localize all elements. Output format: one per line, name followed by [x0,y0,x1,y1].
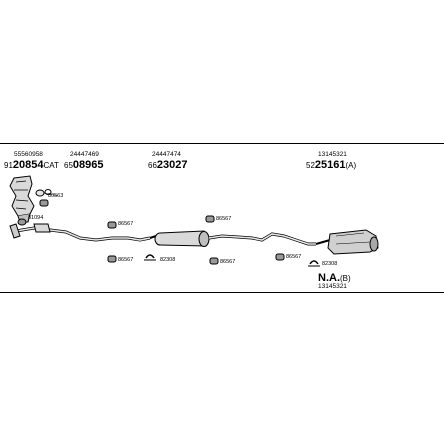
manifold-suffix: CAT [43,161,59,170]
rear-silencer-number: 25161 [314,159,346,171]
top-rule [0,143,444,144]
hardware-label-h4: 86567 [118,257,134,263]
front-pipe-code: 6508965 [64,160,104,171]
front-pipe [9,223,151,242]
hardware-label-h9: 82308 [160,257,176,263]
hardware-label-h3: 86567 [118,221,134,227]
middle-silencer-number: 23027 [156,159,188,171]
rear-silencer [315,229,379,255]
manifold-number: 20854 [12,159,44,171]
rear-silencer-suffix: (A) [345,161,357,170]
rear-silencer-b-suffix: (B) [340,274,351,283]
hanger-h1-shape [39,199,49,207]
front-pipe-ref: 24447469 [70,151,99,158]
clamp-h9-shape [144,254,156,261]
hardware-label-h10: 82308 [322,261,338,267]
hanger-h4-shape [107,255,117,263]
rear-silencer-prefix: 52 [306,161,315,170]
rear-silencer-code: 5225161(A) [306,160,356,171]
manifold-ref: 55560958 [14,151,43,158]
bottom-rule [0,292,444,293]
rear-silencer-ref: 13145321 [318,151,347,158]
middle-silencer-ref: 24447474 [152,151,181,158]
rear-silencer-b-prefix: N.A. [318,272,340,284]
hanger-h2-shape [17,218,27,226]
manifold-prefix: 91 [4,161,13,170]
middle-silencer [149,230,316,247]
gasket-manifold [35,189,59,197]
manifold-code: 9120854CAT [4,160,59,171]
middle-silencer-prefix: 66 [148,161,157,170]
hardware-label-h6: 86567 [220,259,236,265]
hardware-label-h7: 86567 [286,254,302,260]
hardware-label-h5: 86567 [216,216,232,222]
hanger-h7-shape [275,253,285,261]
front-pipe-number: 08965 [72,159,104,171]
rear-silencer-b-code: N.A.(B) [318,273,351,284]
front-pipe-prefix: 65 [64,161,73,170]
hardware-label-h1: 80563 [48,193,64,199]
rear-silencer-b-ref: 13145321 [318,283,347,290]
hanger-h3-shape [107,221,117,229]
middle-silencer-code: 6623027 [148,160,188,171]
hardware-label-h2: 81094 [28,215,44,221]
clamp-h10-shape [308,260,320,267]
hanger-h6-shape [209,257,219,265]
hanger-h5-shape [205,215,215,223]
